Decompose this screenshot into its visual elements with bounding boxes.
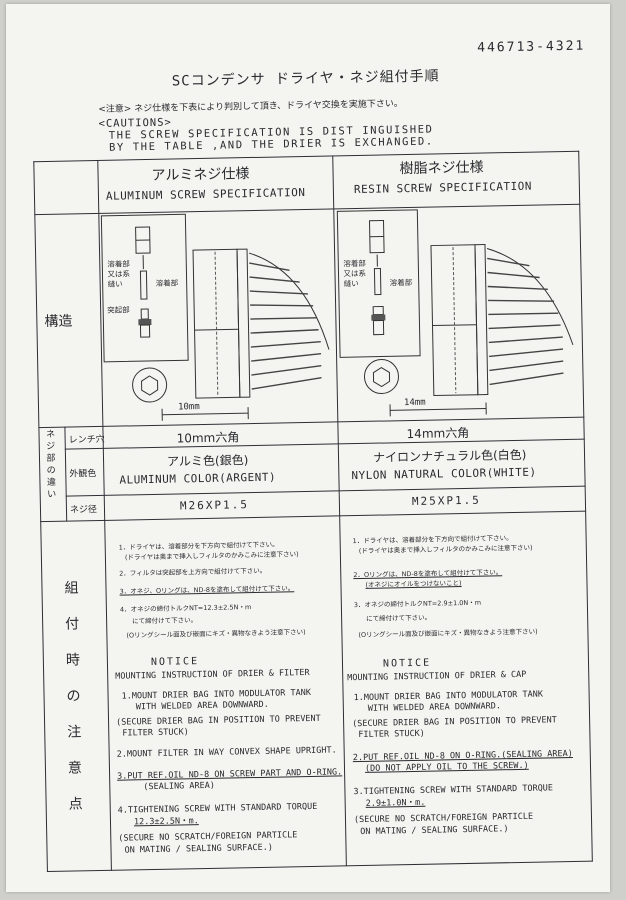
resin-color-en: NYLON NATURAL COLOR(WHITE): [351, 465, 537, 483]
aluminum-color-en: ALUMINUM COLOR(ARGENT): [119, 470, 277, 487]
resin-jp-step-3: 3．オネジの締付トルクNT=2.9±1.0N・m: [353, 598, 482, 610]
resin-jp-step-3-note: (Oリングシール面及び嵌面にキズ・異物なきよう注意下さい): [358, 627, 538, 640]
aluminum-diameter: M26XP1.5: [179, 498, 250, 513]
resin-notice-heading: NOTICE: [382, 657, 432, 670]
resin-weld-label: 溶着部又は系縫い: [343, 258, 367, 289]
resin-drier-drawing: [336, 209, 574, 417]
resin-instructions: 1．ドライヤは、溶着部分を下方向で組付けて下さい。 (ドライヤは奥まで挿入しフィ…: [6, 4, 602, 837]
aluminum-jp-step-1-note: (ドライヤは奥まで挿入しフィルタのかみこみに注意下さい): [124, 550, 299, 562]
aluminum-protrusion-label: 突起部: [107, 305, 130, 315]
resin-structure-diagram: 溶着部又は系縫い 溶着部 14mm: [6, 4, 602, 417]
resin-color-jp: ナイロンナチュラル色(白色): [372, 447, 527, 465]
aluminum-wrench: 10mm六角: [176, 430, 240, 446]
aluminum-color-jp: アルミ色(銀色): [166, 453, 249, 469]
aluminum-en-step-1-note: (SECURE DRIER BAG IN POSITION TO PREVENT: [115, 713, 321, 728]
aluminum-en-step-1-line-2: WITH WELDED AREA DOWNWARD.: [135, 699, 269, 713]
aluminum-jp-step-4-line-2: にて締付けて下さい。: [132, 616, 198, 626]
structure-label: 構造: [44, 313, 73, 331]
aluminum-jp-step-4: 4．オネジの締付トルクNT=12.3±2.5N・m: [119, 603, 252, 614]
resin-en-step-3: 3.TIGHTENING SCREW WITH STANDARD TORQUE: [353, 783, 554, 798]
aluminum-weld-right-label: 溶着部: [155, 278, 179, 288]
japanese-note: <注意> ネジ仕様を下表により判別して頂き、ドライヤ交換を実施下さい。: [98, 99, 403, 115]
resin-weld-right-label: 溶着部: [389, 277, 413, 288]
aluminum-title-jp: アルミネジ仕様: [151, 166, 250, 184]
color-label: 外観色: [69, 469, 97, 480]
aluminum-weld-label: 溶着部又は系縫い: [107, 259, 131, 289]
resin-en-step-1-note: (SECURE DRIER BAG IN POSITION TO PREVENT: [352, 715, 557, 730]
aluminum-en-step-4: 4.TIGHTENING SCREW WITH STANDARD TORQUE: [117, 801, 318, 816]
aluminum-en-step-4-note-2: ON MATING / SEALING SURFACE.): [124, 842, 274, 856]
aluminum-title-en: ALUMINUM SCREW SPECIFICATION: [105, 185, 306, 203]
aluminum-drier-drawing: [100, 213, 330, 421]
resin-en-step-1-line-2: WITH WELDED AREA DOWNWARD.: [367, 701, 501, 714]
aluminum-jp-step-4-note: (Oリングシール面及び嵌面にキズ・異物なきよう注意下さい): [126, 628, 306, 640]
document-content: 446713-4321 SCコンデンサ ドライヤ・ネジ組付手順 <注意> ネジ仕…: [6, 4, 610, 892]
aluminum-dimension: 10mm: [177, 402, 200, 413]
resin-notice-title: MOUNTING INSTRUCTION OF DRIER & CAP: [347, 669, 527, 684]
wrench-label: レンチ穴: [68, 434, 105, 446]
document-number: 446713-4321: [477, 38, 586, 56]
assembly-label: 組付時の注意点: [64, 580, 83, 813]
resin-en-step-1-note-2: FILTER STUCK): [358, 728, 425, 741]
aluminum-jp-step-3: 3．オネジ、Oリングは、ND-8を塗布して組付けて下さい。: [119, 584, 295, 596]
aluminum-notice-heading: NOTICE: [150, 656, 200, 669]
document-sheet: 446713-4321 SCコンデンサ ドライヤ・ネジ組付手順 <注意> ネジ仕…: [6, 4, 610, 892]
aluminum-notice-title: MOUNTING INSTRUCTION OF DRIER & FILTER: [115, 667, 310, 682]
resin-en-step-3-note-2: ON MATING / SEALING SURFACE.): [360, 824, 509, 838]
resin-jp-step-2-note: (オネジにオイルをつけないこと): [365, 579, 462, 589]
aluminum-structure-diagram: 溶着部又は系縫い 溶着部 突起部 10mm: [6, 4, 602, 421]
difference-label: ネジ部の違い: [45, 429, 57, 500]
aluminum-en-step-4-torque: 12.3±2.5N・m.: [133, 816, 199, 828]
resin-title-jp: 樹脂ネジ仕様: [399, 159, 484, 178]
aluminum-en-step-3-note: (SEALING AREA): [143, 780, 216, 793]
resin-diameter: M25XP1.5: [411, 493, 481, 508]
resin-jp-step-3-line-2: にて締付けて下さい。: [366, 613, 432, 623]
diameter-label: ネジ径: [69, 505, 98, 516]
resin-dimension: 14mm: [403, 397, 426, 409]
document-title: SCコンデンサ ドライヤ・ネジ組付手順: [171, 68, 440, 90]
aluminum-en-step-2: 2.MOUNT FILTER IN WAY CONVEX SHAPE UPRIG…: [116, 745, 337, 760]
aluminum-en-step-3: 3.PUT REF.OIL ND-8 ON SCREW PART AND O-R…: [117, 767, 343, 782]
resin-title-en: RESIN SCREW SPECIFICATION: [353, 179, 533, 197]
resin-jp-step-2: 2．Oリングは、ND-8を塗布して組付けて下さい。: [353, 568, 503, 580]
resin-en-step-3-torque: 2.9±1.0N・m.: [365, 797, 426, 809]
aluminum-en-step-1-note-2: FILTER STUCK): [122, 727, 189, 739]
table-grid: [6, 4, 602, 873]
resin-en-step-2-note: (DO NOT APPLY OIL TO THE SCREW.): [364, 760, 529, 774]
resin-wrench: 14mm六角: [406, 425, 470, 442]
resin-jp-step-1-note: (ドライヤは奥まで挿入しフィルタのかみこみに注意下さい): [358, 543, 533, 556]
aluminum-jp-step-2: 2．フィルタは突起部を上方向で組付けて下さい。: [119, 566, 267, 578]
aluminum-instructions: 1．ドライヤは、溶着部分を下方向で組付けて下さい。 (ドライヤは奥まで挿入しフィ…: [6, 4, 602, 856]
